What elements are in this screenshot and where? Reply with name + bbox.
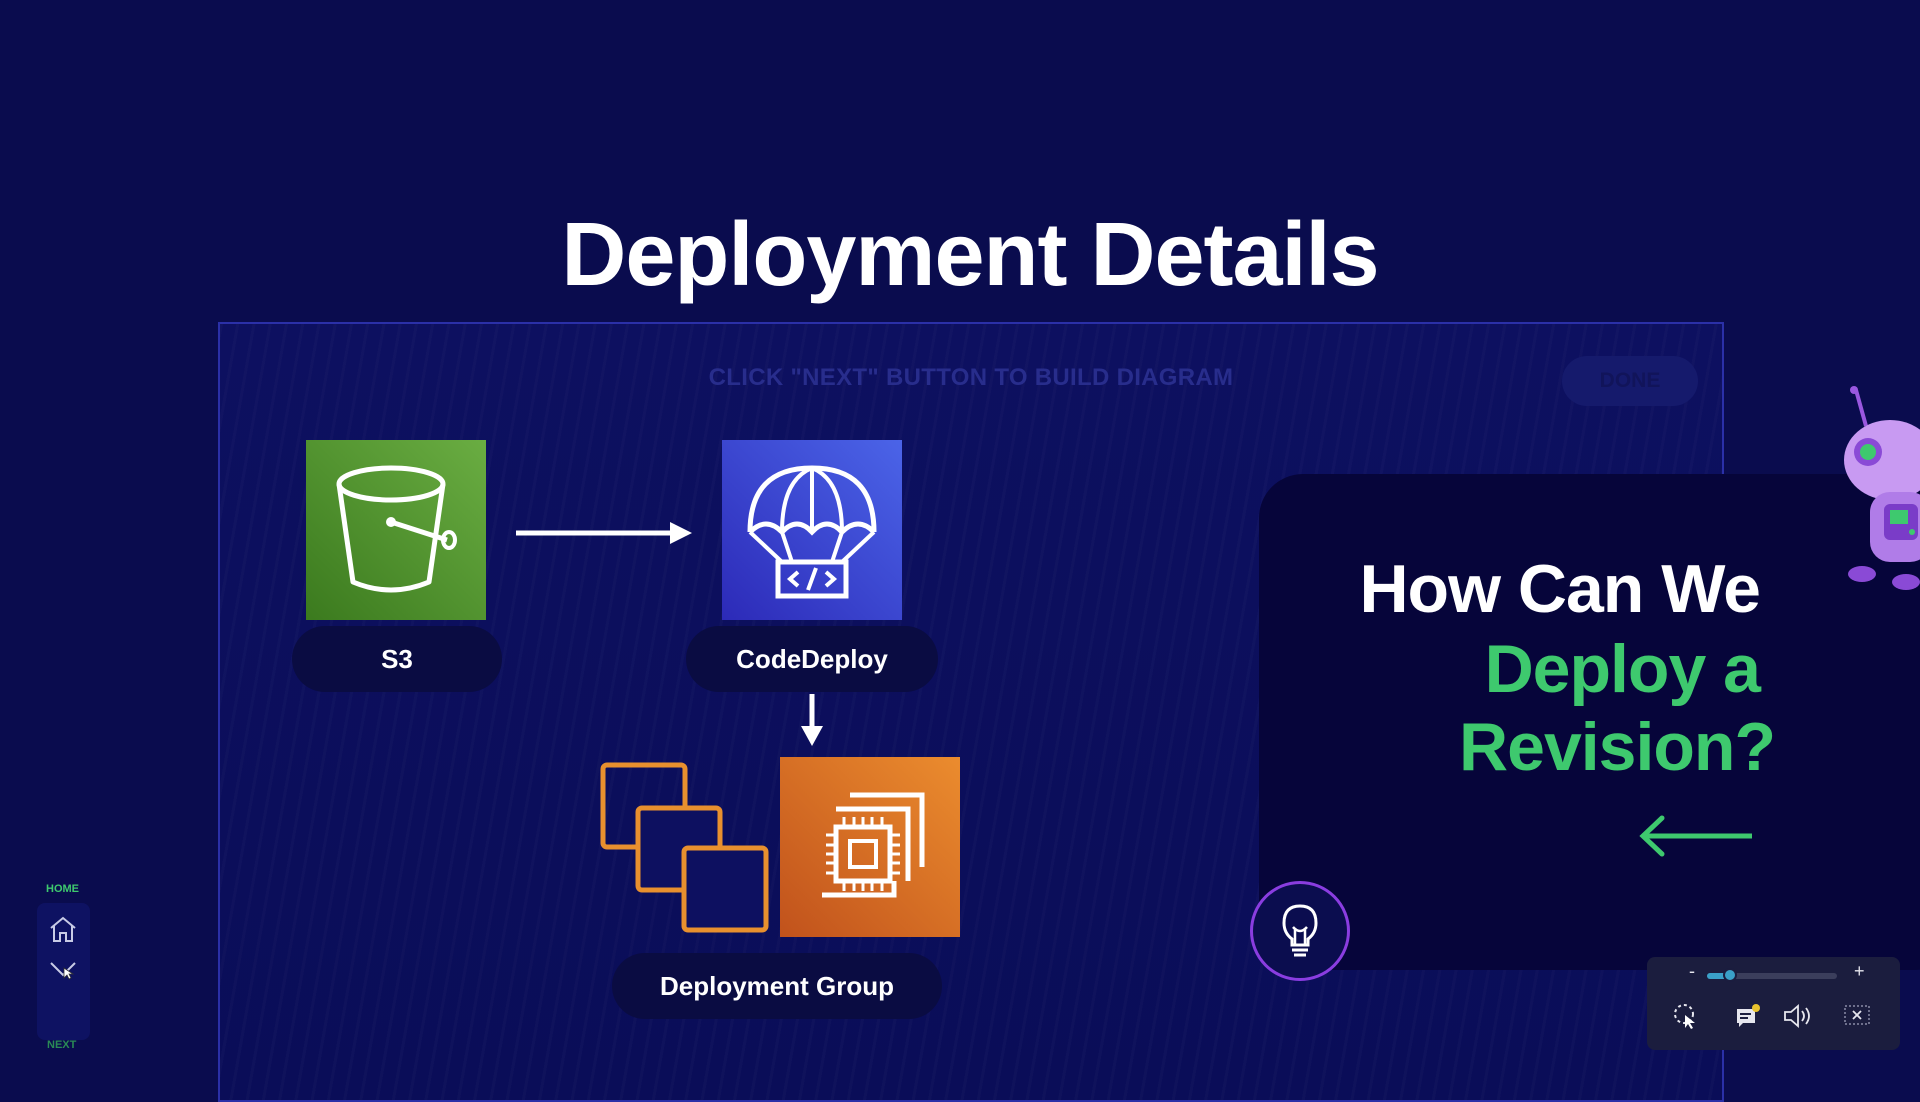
- question-line-3: Revision?: [1459, 709, 1776, 785]
- zoom-in-button[interactable]: +: [1854, 961, 1865, 981]
- arrow-codedeploy-to-group: [801, 694, 823, 746]
- s3-bucket-icon: [336, 465, 457, 593]
- ec2-tile: [780, 757, 960, 937]
- home-icon: [50, 916, 76, 942]
- back-arrow-icon[interactable]: [1638, 814, 1754, 858]
- player-controls: - +: [1647, 957, 1900, 1050]
- home-button[interactable]: [48, 915, 78, 943]
- exit-fullscreen-button[interactable]: [1843, 1003, 1871, 1027]
- ec2-instances-icon: [822, 792, 925, 898]
- page-title: Deployment Details: [561, 205, 1379, 305]
- codedeploy-label: CodeDeploy: [686, 626, 938, 692]
- s3-label: S3: [292, 626, 502, 692]
- parachute-code-icon: [747, 465, 877, 599]
- codedeploy-tile: [722, 440, 902, 620]
- question-line-2: Deploy a: [1484, 631, 1761, 707]
- volume-icon: [1784, 1004, 1810, 1028]
- question-line-1: How Can We: [1359, 551, 1761, 627]
- exit-fullscreen-icon: [1844, 1005, 1870, 1025]
- zoom-out-button[interactable]: -: [1689, 961, 1695, 981]
- volume-button[interactable]: [1782, 1003, 1816, 1029]
- navigation-bar: [37, 903, 90, 1040]
- arrow-s3-to-codedeploy: [516, 522, 692, 544]
- instances-stack-icon: [600, 762, 769, 933]
- chevron-down-icon: [50, 962, 76, 980]
- zoom-slider-knob[interactable]: [1723, 968, 1738, 982]
- question-panel: [1259, 474, 1920, 970]
- zoom-slider[interactable]: [1707, 968, 1837, 982]
- hint-button[interactable]: [1250, 881, 1350, 981]
- captions-button[interactable]: [1735, 1003, 1761, 1029]
- pointer-button[interactable]: [1673, 1003, 1701, 1029]
- robot-mascot-icon: [1844, 386, 1920, 590]
- nav-home-label: HOME: [46, 883, 79, 895]
- done-button[interactable]: DONE: [1562, 356, 1698, 406]
- lightbulb-icon: [1282, 904, 1318, 957]
- next-button[interactable]: [48, 958, 78, 980]
- captions-icon: [1737, 1004, 1760, 1027]
- build-instruction: CLICK "NEXT" BUTTON TO BUILD DIAGRAM: [708, 364, 1234, 391]
- deployment-group-label: Deployment Group: [612, 953, 942, 1019]
- pointer-icon: [1674, 1004, 1695, 1029]
- zoom-slider-fill: [1707, 973, 1731, 979]
- s3-tile: [306, 440, 486, 620]
- nav-next-label: NEXT: [47, 1039, 77, 1051]
